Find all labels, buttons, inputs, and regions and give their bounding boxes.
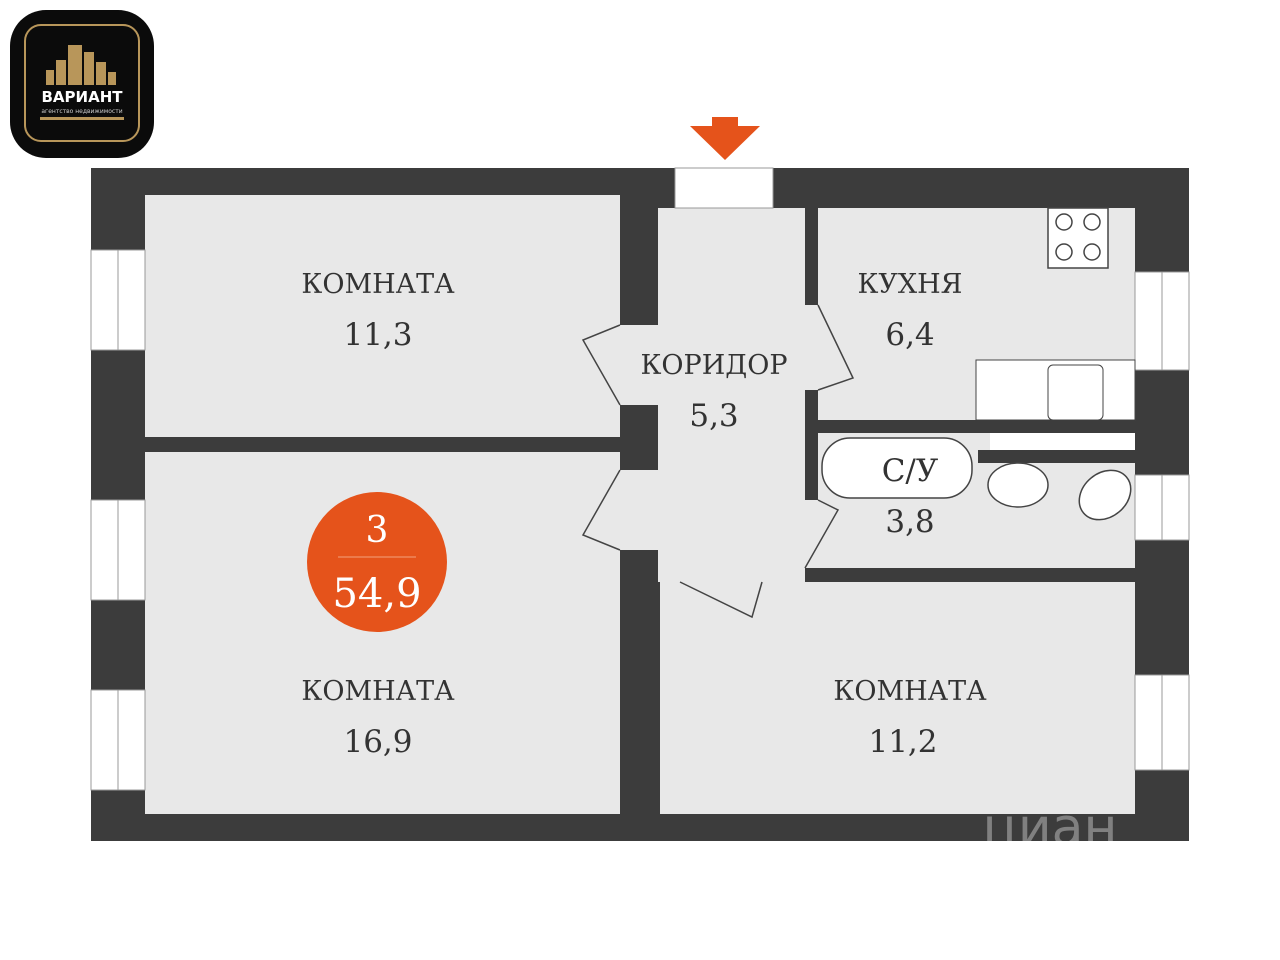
stove-icon <box>1047 207 1109 269</box>
room-area: 5,3 <box>689 398 738 434</box>
room-area: 11,2 <box>868 724 937 760</box>
room-name: КОМНАТА <box>301 676 455 707</box>
entrance-arrow-icon <box>690 117 760 160</box>
room-name: КУХНЯ <box>858 269 963 300</box>
washbasin-icon <box>987 462 1049 508</box>
room-name: КОМНАТА <box>833 676 987 707</box>
room-count: 3 <box>366 510 389 551</box>
room-name: КОМНАТА <box>301 269 455 300</box>
entrance-door <box>674 167 774 209</box>
bathtub-icon <box>821 437 973 499</box>
room-area: 16,9 <box>343 724 412 760</box>
windows <box>90 249 1190 791</box>
svg-text:агентство недвижимости: агентство недвижимости <box>41 108 122 115</box>
toilet-icon <box>1078 469 1132 521</box>
agency-logo: ВАРИАНТ агентство недвижимости <box>10 10 154 158</box>
room-name: КОРИДОР <box>641 350 788 381</box>
watermark: циан <box>982 798 1117 858</box>
door-swings <box>581 304 855 619</box>
room-area: 3,8 <box>885 504 934 540</box>
room-area: 6,4 <box>885 317 934 353</box>
room-area: 11,3 <box>343 317 412 353</box>
summary-badge: 3 54,9 <box>307 492 447 632</box>
svg-text:ВАРИАНТ: ВАРИАНТ <box>42 88 124 106</box>
kitchen-sink-icon <box>1047 364 1104 421</box>
total-area: 54,9 <box>332 571 421 617</box>
room-name: С/У <box>882 453 939 489</box>
